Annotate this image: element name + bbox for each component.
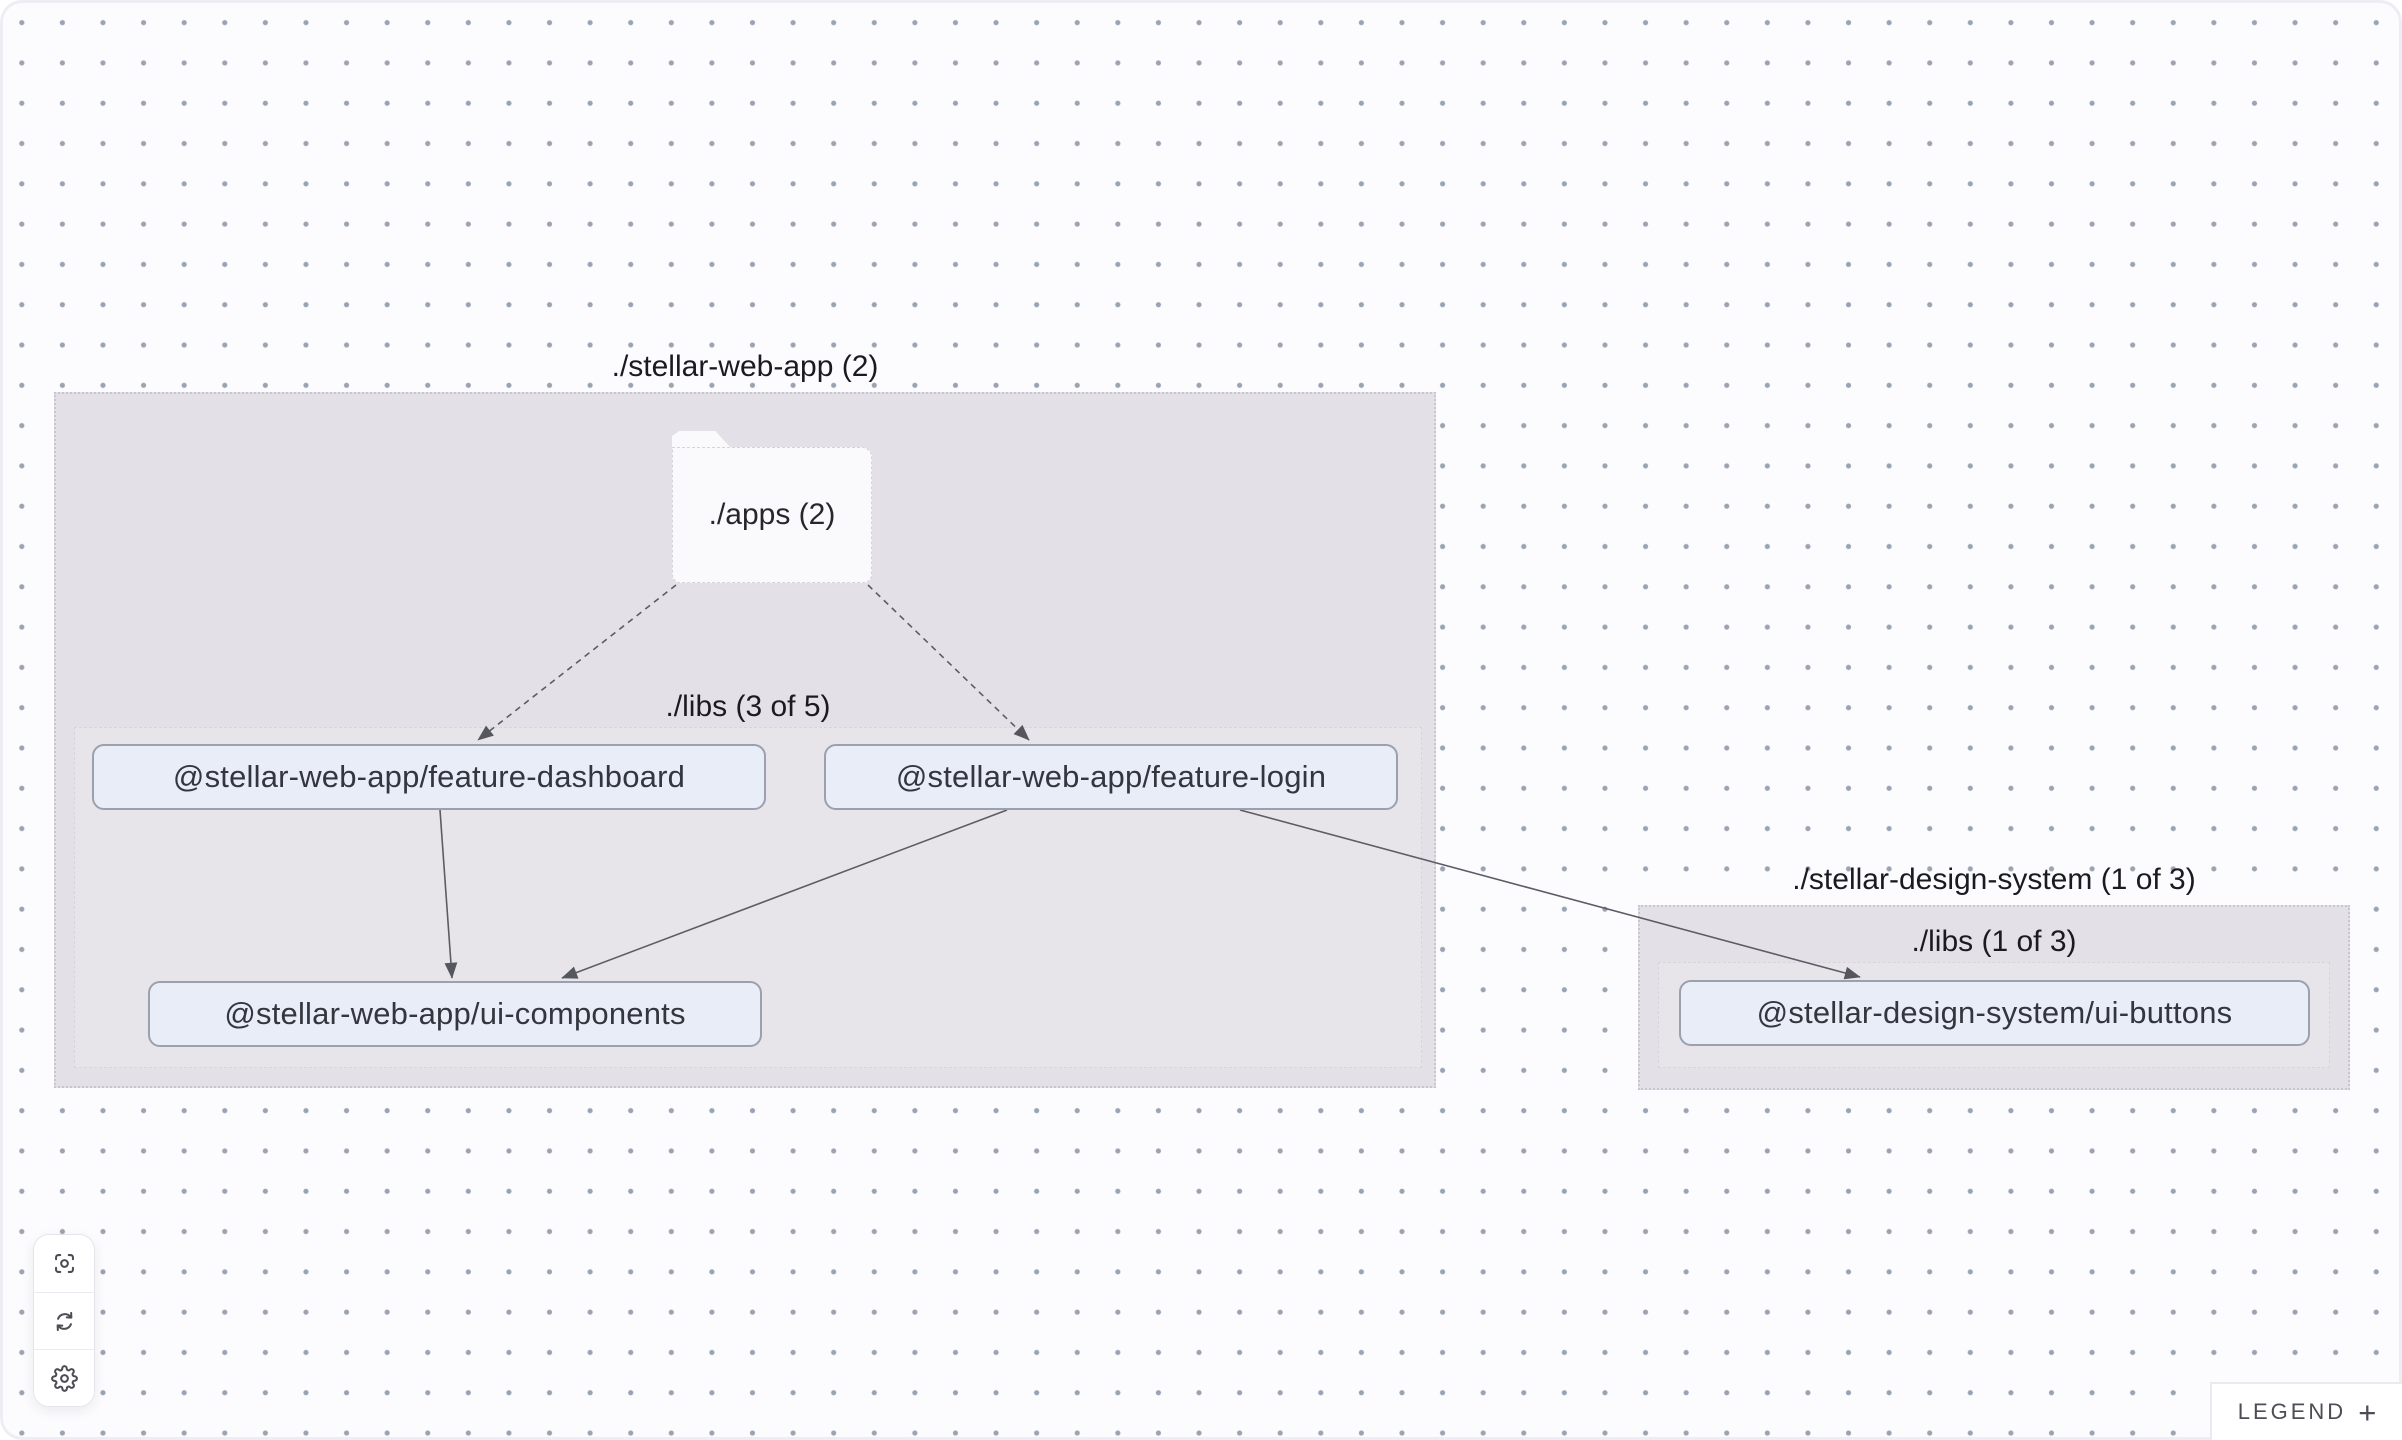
settings-button[interactable] xyxy=(34,1349,94,1406)
project-node-ui-buttons[interactable]: @stellar-design-system/ui-buttons xyxy=(1679,980,2310,1046)
libs-label-stellar-web-app: ./libs (3 of 5) xyxy=(665,690,831,723)
project-node-feature-login[interactable]: @stellar-web-app/feature-login xyxy=(824,744,1398,810)
libs-label-stellar-design-system: ./libs (1 of 3) xyxy=(1911,925,2077,958)
folder-tab xyxy=(672,431,732,449)
focus-icon xyxy=(54,1254,74,1273)
group-label-stellar-design-system: ./stellar-design-system (1 of 3) xyxy=(1792,863,2196,896)
folder-label: ./apps (2) xyxy=(672,447,872,583)
refresh-icon xyxy=(56,1311,72,1331)
focus-view-button[interactable] xyxy=(34,1235,94,1292)
group-label-stellar-web-app: ./stellar-web-app (2) xyxy=(611,350,879,383)
plus-icon: + xyxy=(2358,1394,2377,1430)
folder-node-apps[interactable]: ./apps (2) xyxy=(672,431,872,583)
canvas-toolbar xyxy=(33,1234,95,1407)
legend-label: LEGEND xyxy=(2237,1399,2347,1424)
refresh-graph-button[interactable] xyxy=(34,1292,94,1349)
project-node-ui-components[interactable]: @stellar-web-app/ui-components xyxy=(148,981,762,1047)
legend-toggle-button[interactable]: LEGEND + xyxy=(2210,1382,2402,1440)
project-node-feature-dashboard[interactable]: @stellar-web-app/feature-dashboard xyxy=(92,744,766,810)
gear-icon xyxy=(50,1364,78,1392)
